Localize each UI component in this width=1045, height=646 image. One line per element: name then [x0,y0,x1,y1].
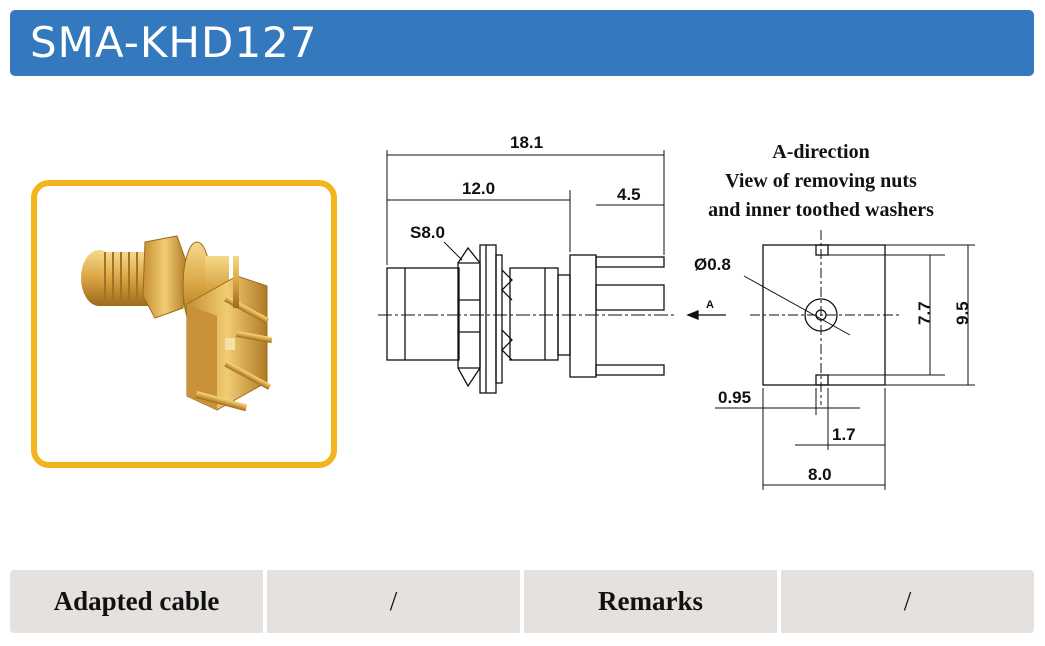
spec-table: Adapted cable / Remarks / [10,570,1034,633]
technical-drawing: 18.1 12.0 4.5 S8.0 A A-direction View of… [378,133,975,490]
dim-hex-size: S8.0 [410,223,445,242]
dim-pin-length: 4.5 [617,185,641,204]
dim-width: 8.0 [808,465,832,484]
product-photo-frame [31,180,337,468]
dim-body-length: 12.0 [462,179,495,198]
view-caption-line-2: View of removing nuts [725,170,917,192]
view-marker: A [706,299,714,311]
dim-pin-diameter: Ø0.8 [694,255,731,274]
remarks-label: Remarks [524,570,777,633]
adapted-cable-value: / [267,570,520,633]
connector-photo [81,235,273,412]
dim-slot-width: 0.95 [718,388,751,407]
view-caption-line-1: A-direction [772,141,869,163]
remarks-value: / [781,570,1034,633]
view-caption-line-3: and inner toothed washers [708,199,934,221]
dim-total-length: 18.1 [510,133,543,152]
page-title: SMA-KHD127 [30,18,318,67]
dim-outer-height: 9.5 [953,301,972,325]
dim-pin-spacing: 1.7 [832,425,856,444]
adapted-cable-label: Adapted cable [10,570,263,633]
title-bar: SMA-KHD127 [10,10,1034,76]
dim-inner-height: 7.7 [915,301,934,325]
